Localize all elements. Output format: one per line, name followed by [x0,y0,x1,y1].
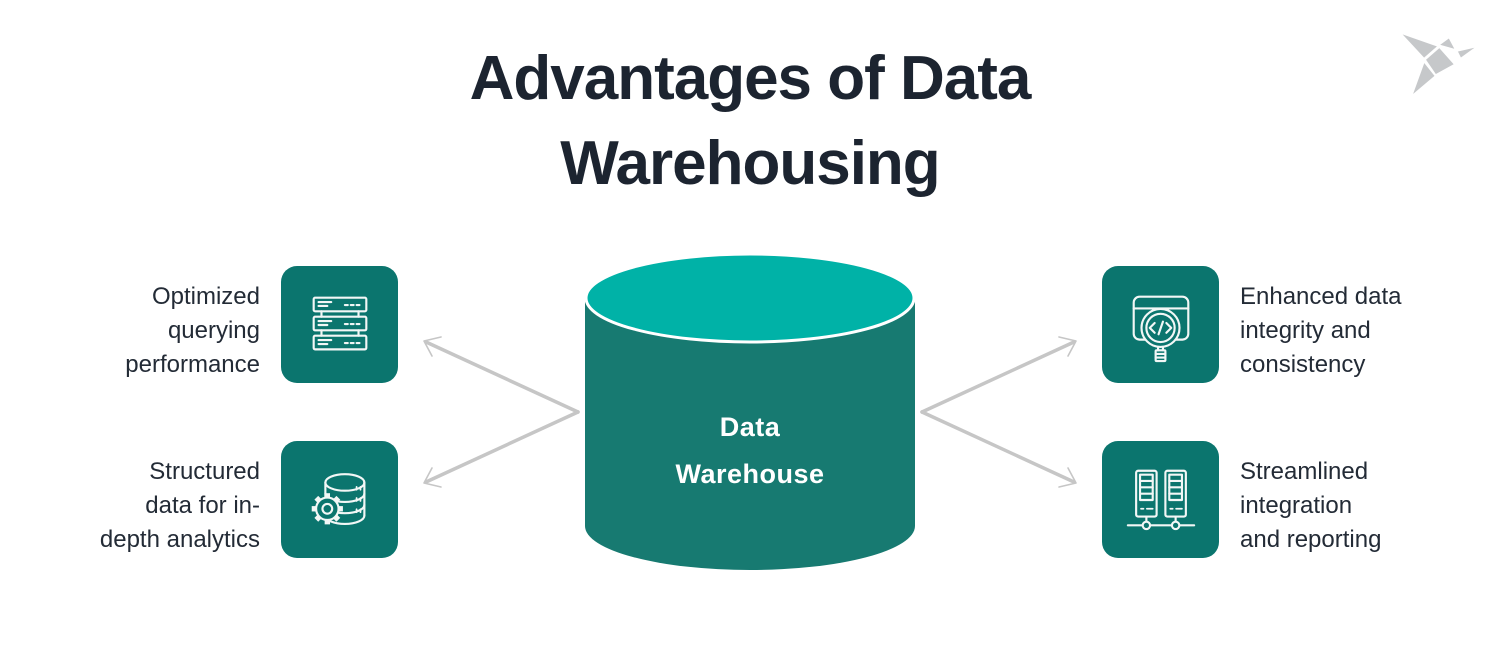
page-title: Advantages of Data Warehousing [0,36,1500,206]
server-network-icon [1126,469,1195,530]
cylinder-body [585,298,915,570]
tile-streamlined-integration [1102,441,1219,558]
label-optimized-querying: Optimized querying performance [125,283,260,378]
server-stack-icon [312,296,367,350]
code-search-icon [1132,295,1189,362]
origami-bird-logo [1399,31,1479,98]
left-arrows [423,336,580,488]
tile-data-integrity [1102,266,1219,383]
logo-head [1437,36,1457,51]
page-title-line1: Advantages of Data [469,44,1032,113]
data-warehouse-label: Data Warehouse [675,412,825,489]
cylinder-top [584,252,916,344]
logo-wing [1399,31,1440,60]
logo-body [1424,46,1456,76]
database-gear-icon [311,472,365,525]
right-arrows [920,336,1077,488]
label-structured-data: Structured data for in- depth analytics [99,458,260,553]
data-warehouse-cylinder [584,252,916,570]
tile-structured-data [281,441,398,558]
label-streamlined-integration: Streamlined integration and reporting [1240,458,1382,553]
label-data-integrity: Enhanced data integrity and consistency [1240,283,1402,378]
logo-beak [1456,45,1479,60]
gear [311,492,343,524]
logo-tail [1410,60,1437,98]
tile-optimized-querying [281,266,398,383]
page-title-line2: Warehousing [560,129,940,198]
